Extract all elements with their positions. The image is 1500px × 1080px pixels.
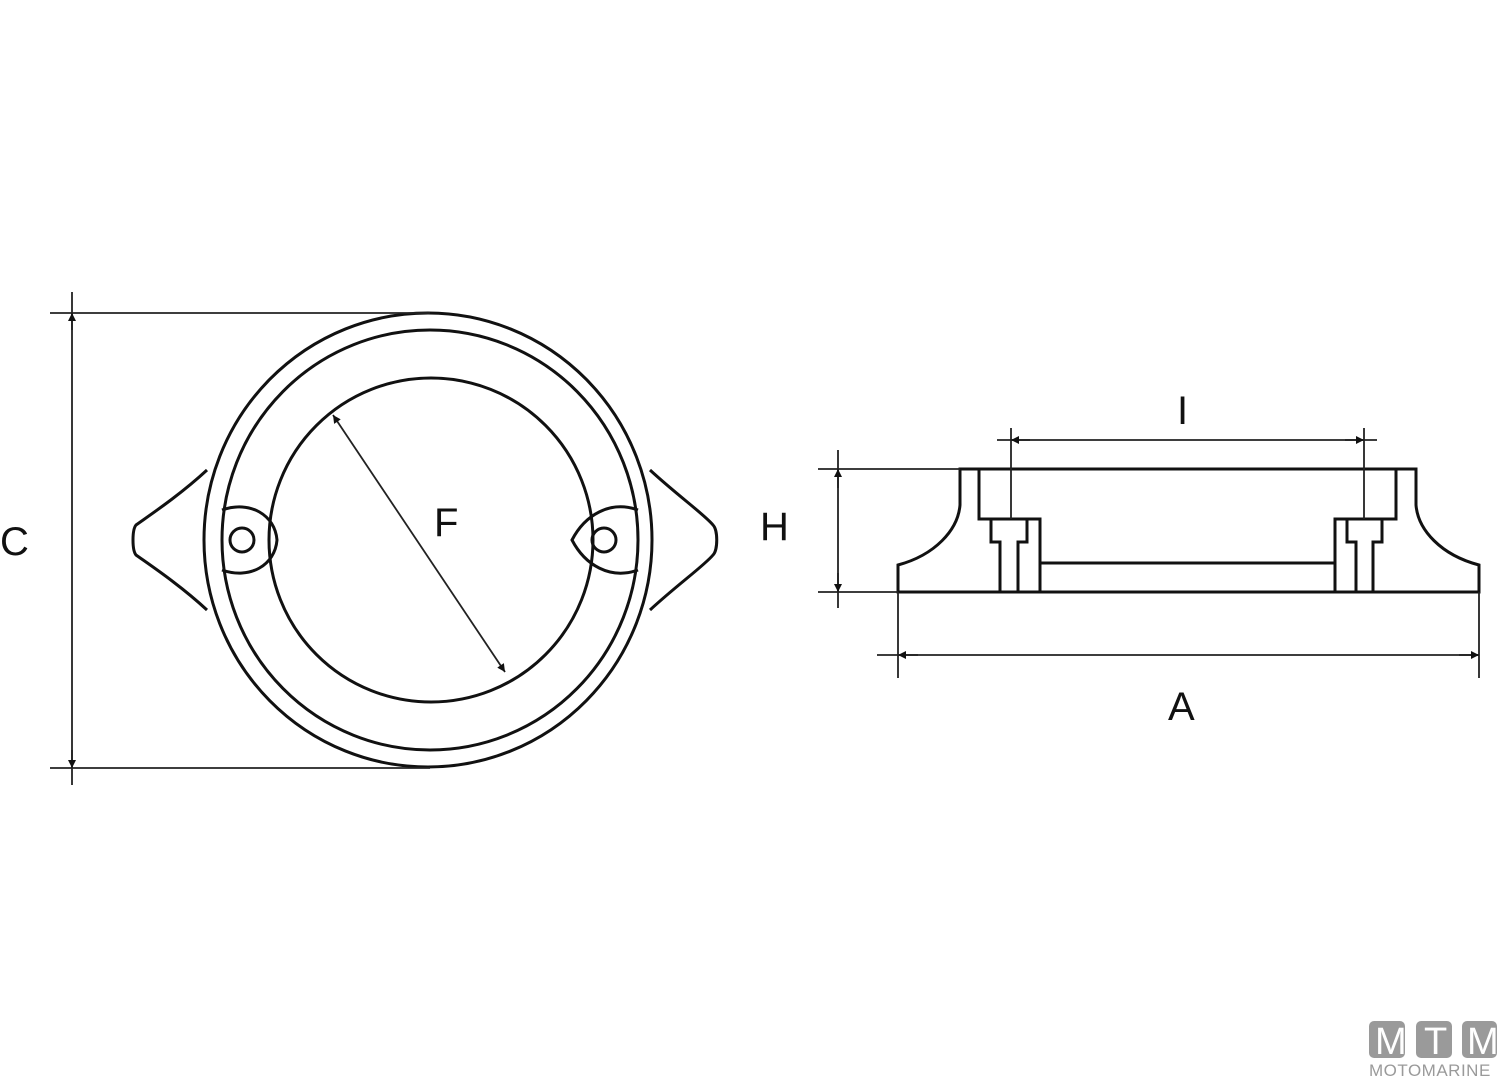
right-hole xyxy=(590,526,618,554)
side-view xyxy=(896,467,1481,594)
right-bolt xyxy=(1345,519,1384,592)
side-outline xyxy=(896,467,1481,594)
inner-right-wall xyxy=(1333,469,1398,592)
left-ear xyxy=(131,468,209,612)
left-bolt xyxy=(989,519,1029,592)
left-hole xyxy=(228,526,256,554)
label-h: H xyxy=(760,505,789,549)
logo-text: MOTOMARINE xyxy=(1369,1061,1491,1080)
logo-letter: M xyxy=(1467,1021,1499,1063)
outer-ring xyxy=(202,311,654,769)
label-c: C xyxy=(0,520,29,564)
right-boss xyxy=(570,505,639,575)
dimension-c xyxy=(50,292,430,785)
left-boss xyxy=(221,505,279,575)
inner-left-wall xyxy=(977,469,1042,592)
inner-bore xyxy=(267,376,595,704)
logo-letter: M xyxy=(1375,1021,1407,1063)
right-ear xyxy=(648,468,719,612)
label-i: I xyxy=(1177,389,1188,433)
dimension-f xyxy=(332,414,506,673)
dimension-a xyxy=(877,592,1480,678)
dimension-i xyxy=(997,428,1377,519)
label-f: F xyxy=(434,501,458,545)
front-view xyxy=(131,311,719,769)
second-ring xyxy=(220,328,640,752)
motomarine-logo: M T M MOTOMARINE xyxy=(1369,1021,1499,1080)
label-a: A xyxy=(1168,685,1195,729)
logo-letter: T xyxy=(1424,1021,1447,1063)
dimension-h xyxy=(818,450,960,608)
